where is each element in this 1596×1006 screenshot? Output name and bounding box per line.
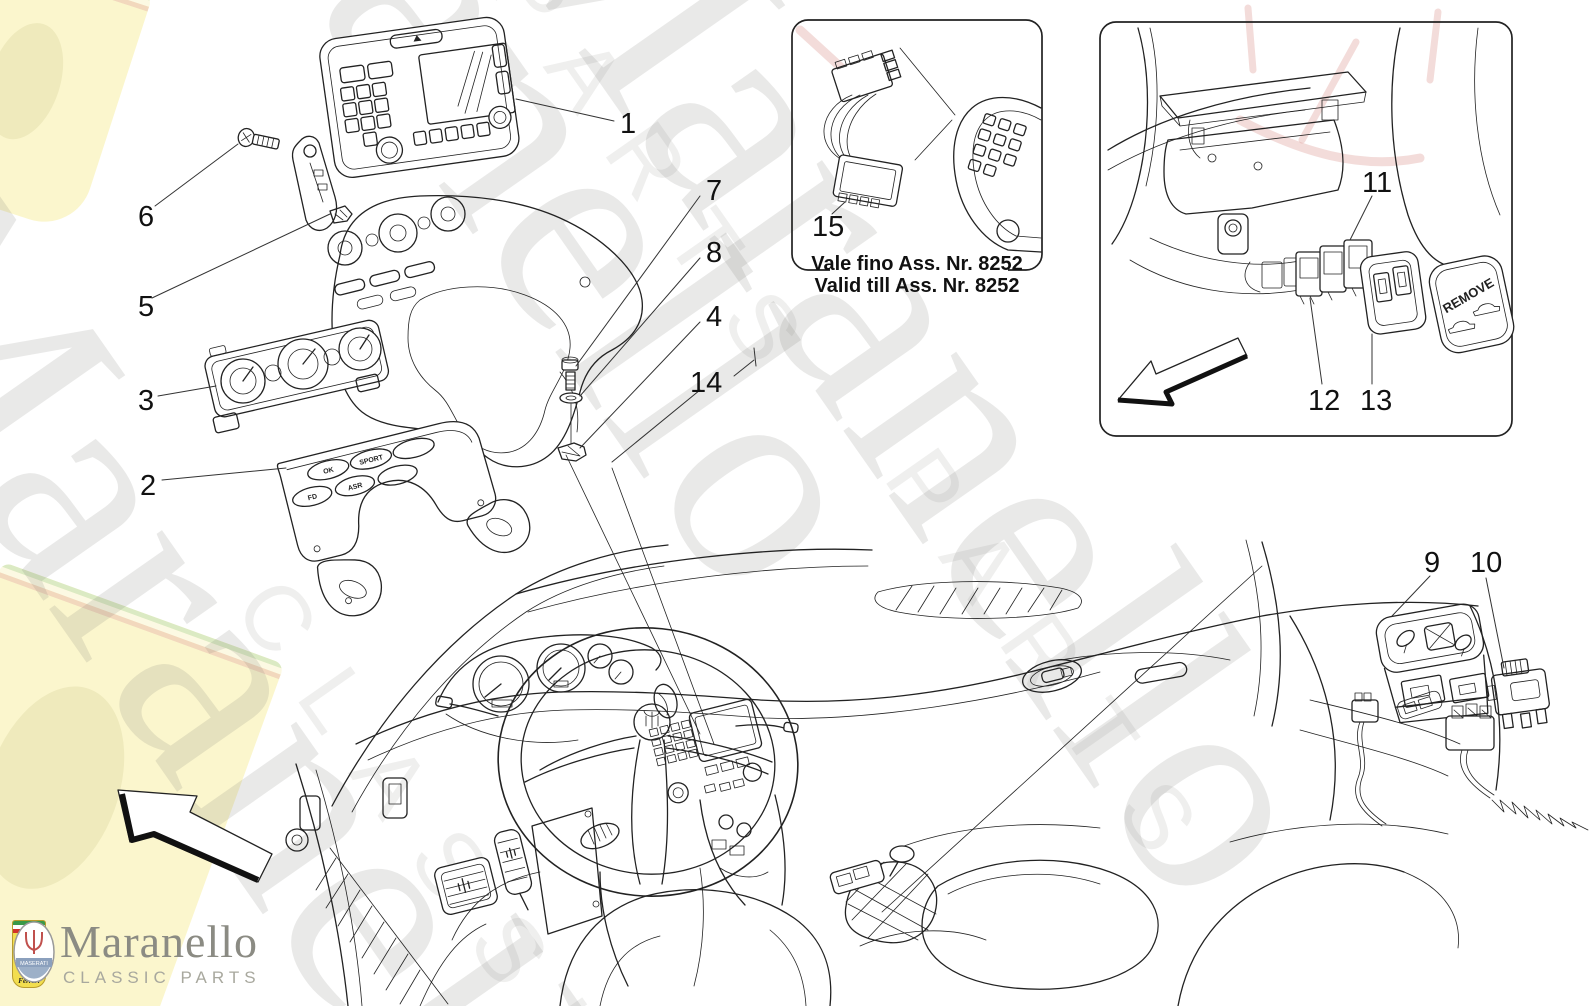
button-label-asr: ASR [347, 482, 363, 492]
callout-15: 15 [812, 211, 844, 243]
direction-arrow [117, 789, 273, 883]
trim-bezel-drawing [327, 195, 644, 468]
callout-9: 9 [1424, 547, 1440, 579]
glovebox-plate-drawing [1359, 251, 1427, 335]
callout-5: 5 [138, 291, 154, 323]
callout-8: 8 [706, 237, 722, 269]
inset-arrow [1117, 337, 1249, 407]
inset-validity: 15 Vale fino Ass. Nr. 8252 Valid till As… [791, 19, 1043, 297]
callout-1: 1 [620, 108, 636, 140]
bracket-drawing [291, 135, 353, 231]
keypad-corner-drawing [899, 47, 1042, 253]
maranello-logo: Ferrari Maranello CLASSIC PARTS MASERATI [12, 916, 277, 988]
head-unit-drawing [319, 16, 520, 178]
callout-7: 7 [706, 175, 722, 207]
remove-cover-drawing: REMOVE [1428, 255, 1515, 354]
climate-panel-drawing [204, 319, 390, 434]
button-label-fd: FD [307, 493, 318, 502]
screw-washer-clip-drawing [557, 356, 587, 462]
logo-brand-text: Maranello [60, 916, 259, 967]
validity-caption-it: Vale fino Ass. Nr. 8252 [811, 253, 1023, 275]
trident-icon [25, 930, 43, 954]
switch-panel-drawing: OK SPORT FD ASR [276, 420, 531, 617]
callout-10: 10 [1470, 547, 1502, 579]
callout-11: 11 [1362, 167, 1392, 199]
trident-ghost-watermark [795, 4, 1442, 167]
logo-subtitle-text: CLASSIC PARTS [63, 968, 261, 987]
callout-13: 13 [1360, 385, 1392, 417]
callout-14: 14 [690, 367, 722, 399]
button-label-ok: OK [323, 467, 335, 476]
validity-caption-en: Valid till Ass. Nr. 8252 [815, 275, 1020, 297]
memory-switch-connector [1351, 692, 1387, 827]
inset-glovebox: REMOVE 11 12 13 [1099, 21, 1515, 437]
callout-4: 4 [706, 301, 722, 333]
memory-switch-drawing [1375, 603, 1490, 724]
small-switch-connector [1445, 703, 1589, 831]
cable-drawing [823, 49, 904, 215]
callout-2: 2 [140, 470, 156, 502]
leader-lines-left [151, 98, 1263, 913]
screw-drawing [237, 127, 280, 150]
small-switch-drawing [1485, 658, 1550, 730]
callout-6: 6 [138, 201, 154, 233]
interior-scene-drawing [285, 539, 1501, 1006]
maserati-badge-label: MASERATI [20, 961, 48, 967]
callout-12: 12 [1308, 385, 1340, 417]
callout-3: 3 [138, 385, 154, 417]
